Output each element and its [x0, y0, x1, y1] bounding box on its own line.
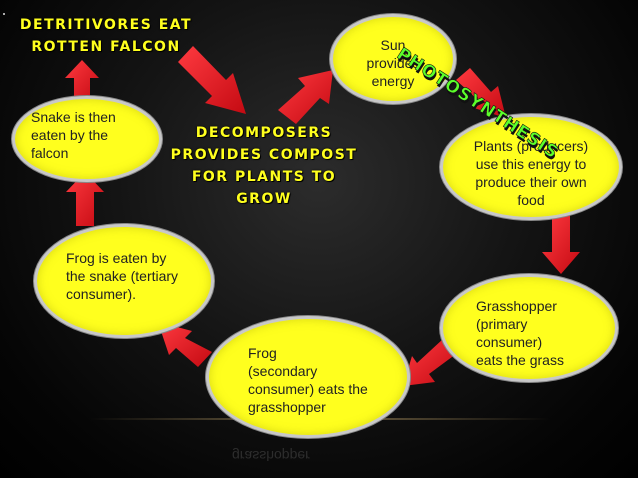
node-grasshopper: Grasshopper (primary consumer) eats the …	[440, 274, 618, 382]
label-decomposers: DECOMPOSERS PROVIDES COMPOST FOR PLANTS …	[170, 125, 358, 207]
arrow-frog-eaten-to-snake	[66, 172, 104, 226]
arrow-detritivores-to-decomposers	[178, 46, 246, 114]
node-plants-text: Plants (producers) use this energy to pr…	[473, 138, 589, 208]
arrow-sun-to-plants	[456, 68, 506, 118]
arrow-grasshopper-to-frog	[403, 339, 456, 386]
reflection-text: grasshopper	[232, 448, 310, 464]
node-frog-eaten: Frog is eaten by the snake (tertiary con…	[34, 224, 214, 338]
node-frog-secondary: Frog (secondary consumer) eats the grass…	[206, 316, 410, 438]
node-sun: Sun provides energy	[330, 14, 456, 104]
node-sun-text: Sun provides energy	[366, 37, 420, 89]
node-snake-text: Snake is then eaten by the falcon	[31, 109, 116, 161]
node-snake: Snake is then eaten by the falcon	[12, 96, 162, 182]
arrow-snake-to-detritivores	[65, 60, 99, 102]
arrow-decomposers-to-sun	[278, 70, 333, 124]
node-frog-eaten-text: Frog is eaten by the snake (tertiary con…	[66, 250, 179, 302]
label-detritivores: DETRITIVORES EAT ROTTEN FALCON	[19, 17, 193, 55]
node-grasshopper-text: Grasshopper (primary consumer) eats the …	[476, 298, 564, 368]
node-plants: Plants (producers) use this energy to pr…	[440, 114, 622, 220]
node-frog-secondary-text: Frog (secondary consumer) eats the grass…	[248, 345, 368, 415]
arrow-frog-to-frog-eaten	[158, 322, 212, 367]
corner-dot	[3, 13, 5, 15]
arrow-plants-to-grasshopper	[542, 214, 580, 274]
